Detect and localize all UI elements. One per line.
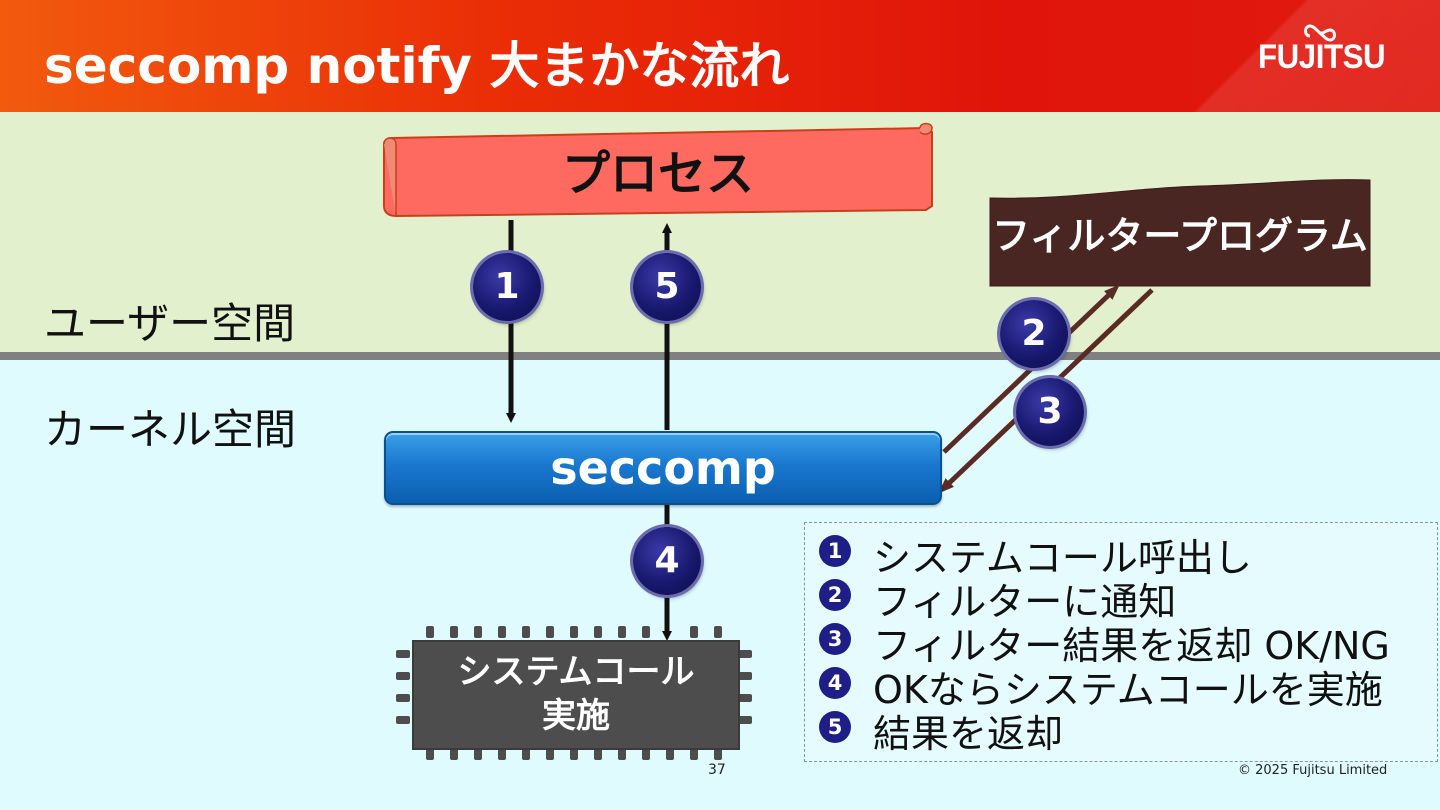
chip-pins bbox=[396, 626, 752, 760]
seccomp-box: seccomp bbox=[384, 431, 942, 505]
step-badge-5: 5 bbox=[633, 253, 701, 321]
step-badge-3: 3 bbox=[1016, 378, 1084, 446]
syscall-chip-line1: システムコール bbox=[457, 652, 695, 692]
legend-number-badge: 5 bbox=[819, 711, 851, 743]
legend-number-badge: 4 bbox=[819, 667, 851, 699]
steps-legend: 1 システムコール呼出し 2 フィルターに通知 3 フィルター結果を返却 OK/… bbox=[804, 522, 1438, 762]
syscall-chip-line2: 実施 bbox=[542, 696, 610, 736]
fujitsu-infinity-icon bbox=[1304, 24, 1336, 42]
process-scroll bbox=[383, 122, 933, 218]
legend-number-badge: 3 bbox=[819, 623, 851, 655]
legend-text: OKならシステムコールを実施 bbox=[873, 668, 1383, 712]
slide-title: seccomp notify 大まかな流れ bbox=[44, 37, 790, 95]
step-badge-2: 2 bbox=[1000, 300, 1068, 368]
page-number: 37 bbox=[708, 762, 726, 778]
syscall-chip-text: システムコール 実施 bbox=[414, 650, 738, 738]
title-bar: seccomp notify 大まかな流れ FUJITSU bbox=[0, 0, 1440, 112]
step-badge-4: 4 bbox=[633, 527, 701, 595]
legend-text: フィルター結果を返却 OK/NG bbox=[873, 624, 1390, 668]
arrow-notify-filter bbox=[942, 284, 1120, 454]
step-badge-1: 1 bbox=[473, 253, 541, 321]
syscall-chip: システムコール 実施 bbox=[412, 640, 740, 750]
legend-text: フィルターに通知 bbox=[873, 580, 1177, 624]
legend-text: システムコール呼出し bbox=[873, 536, 1252, 580]
legend-number-badge: 1 bbox=[819, 535, 851, 567]
process-label: プロセス bbox=[561, 146, 754, 202]
fujitsu-logo: FUJITSU bbox=[1258, 38, 1386, 76]
title-bar-sheen bbox=[1100, 0, 1440, 112]
user-space-label: ユーザー空間 bbox=[44, 299, 296, 348]
kernel-space-label: カーネル空間 bbox=[44, 405, 297, 454]
space-divider bbox=[0, 352, 1440, 360]
filter-program-shape bbox=[989, 179, 1371, 287]
copyright-notice: © 2025 Fujitsu Limited bbox=[1238, 763, 1388, 778]
legend-number-badge: 2 bbox=[819, 579, 851, 611]
seccomp-label: seccomp bbox=[550, 441, 776, 495]
legend-text: 結果を返却 bbox=[873, 712, 1064, 756]
filter-program-label: フィルタープログラム bbox=[992, 214, 1368, 258]
